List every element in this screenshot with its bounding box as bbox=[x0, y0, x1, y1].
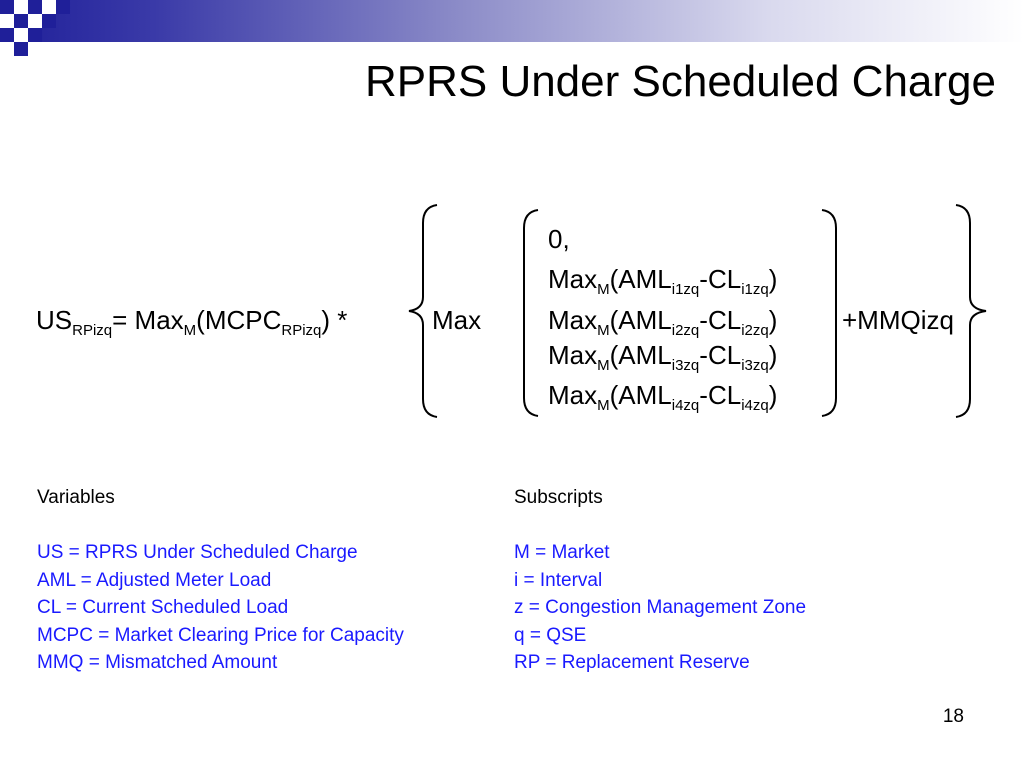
variable-definition: AML = Adjusted Meter Load bbox=[37, 569, 272, 591]
zero-term: 0, bbox=[548, 224, 570, 254]
inner-left-bracket bbox=[523, 209, 539, 417]
header-gradient-bar bbox=[0, 0, 1024, 42]
max-term-4: MaxM(AMLi4zq-CLi4zq) bbox=[548, 380, 778, 414]
us-symbol: US bbox=[36, 305, 73, 335]
subscripts-heading: Subscripts bbox=[514, 487, 603, 508]
variable-definition: MCPC = Market Clearing Price for Capacit… bbox=[37, 624, 404, 646]
slide-title: RPRS Under Scheduled Charge bbox=[364, 57, 996, 106]
mcpc-symbol: (MCPC bbox=[196, 305, 282, 335]
max-term-2: MaxM(AMLi2zq-CLi2zq) bbox=[548, 305, 778, 339]
market-subscript: M bbox=[183, 322, 197, 339]
outer-right-brace bbox=[955, 204, 987, 418]
max-label: Max bbox=[432, 305, 482, 335]
equals-max: = Max bbox=[112, 305, 184, 335]
subscript-definition: z = Congestion Management Zone bbox=[514, 597, 807, 618]
outer-left-brace bbox=[408, 204, 438, 418]
variables-section: Variables US = RPRS Under Scheduled Char… bbox=[37, 484, 404, 677]
variable-definition: MMQ = Mismatched Amount bbox=[37, 652, 278, 673]
us-subscript: RPizq bbox=[72, 322, 113, 339]
page-number: 18 bbox=[942, 706, 964, 727]
equation-lhs: USRPizq= MaxM(MCPCRPizq) * bbox=[36, 305, 348, 338]
variable-definition: US = RPRS Under Scheduled Charge bbox=[37, 542, 358, 563]
max-term-1: MaxM(AMLi1zq-CLi1zq) bbox=[548, 264, 778, 298]
inner-right-bracket bbox=[821, 209, 837, 417]
variable-definition: CL = Current Scheduled Load bbox=[37, 597, 289, 618]
subscripts-section: Subscripts M = Market i = Interval z = C… bbox=[514, 484, 806, 677]
subscript-definition: q = QSE bbox=[514, 624, 587, 646]
max-term-3: MaxM(AMLi3zq-CLi3zq) bbox=[548, 340, 778, 374]
plus-mmq-term: +MMQizq bbox=[842, 305, 954, 335]
multiply-sign: ) * bbox=[321, 305, 348, 335]
mcpc-subscript: RPizq bbox=[281, 322, 322, 339]
variables-heading: Variables bbox=[37, 487, 115, 508]
subscript-definition: i = Interval bbox=[514, 569, 603, 591]
subscript-definition: RP = Replacement Reserve bbox=[514, 652, 750, 673]
subscript-definition: M = Market bbox=[514, 542, 610, 563]
